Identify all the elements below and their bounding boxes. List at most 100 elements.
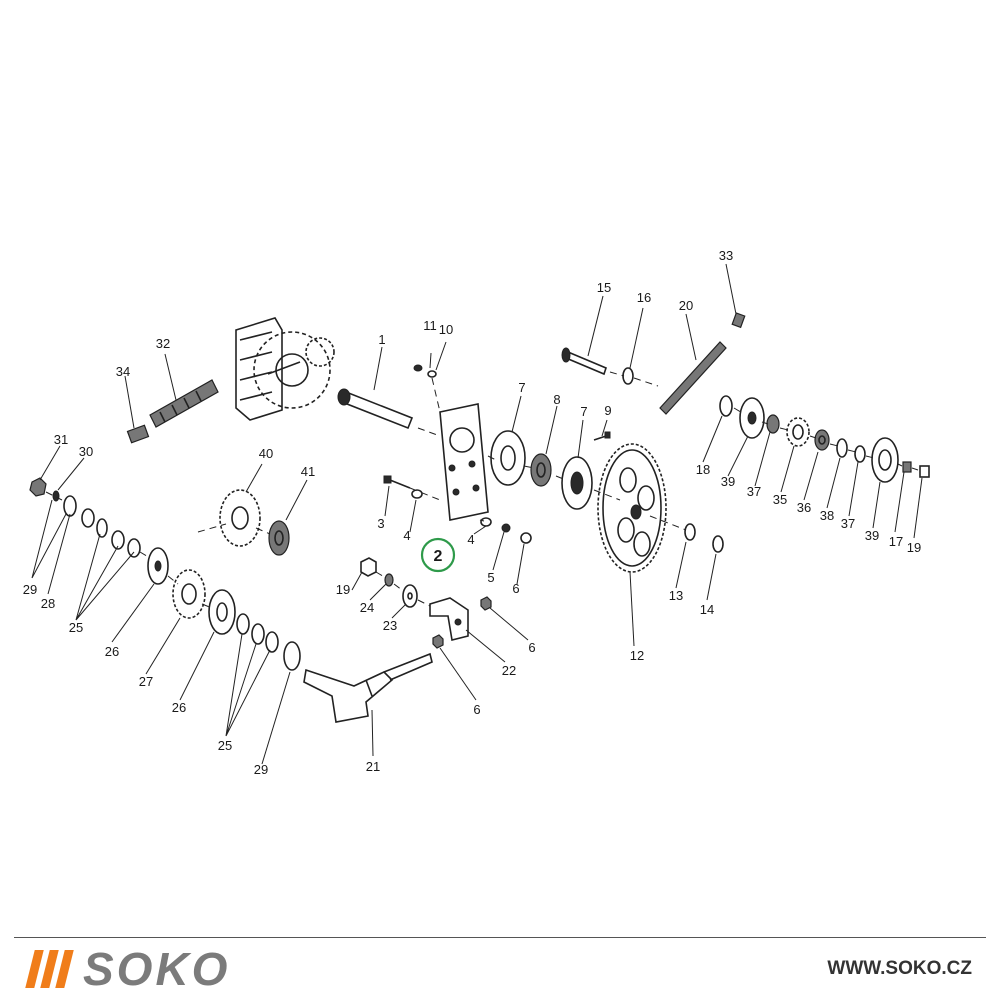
label-part-25: 25 bbox=[69, 620, 83, 635]
part-6-nuts-center bbox=[432, 596, 492, 649]
part-21-arm bbox=[303, 652, 433, 723]
part-41-bearing bbox=[268, 520, 290, 556]
label-part-26: 26 bbox=[172, 700, 186, 715]
label-part-7: 7 bbox=[580, 404, 587, 419]
part-38-circlip bbox=[836, 438, 848, 458]
part-22-bracket bbox=[429, 597, 469, 641]
part-7-bearing-flange-second bbox=[561, 456, 593, 510]
label-part-18: 18 bbox=[696, 462, 710, 477]
label-part-22: 22 bbox=[502, 663, 516, 678]
part-31-nut bbox=[29, 477, 47, 497]
label-part-23: 23 bbox=[383, 618, 397, 633]
part-labels: 1 2 3 4 4 5 6 6 6 7 7 8 9 10 11 12 13 14… bbox=[23, 248, 921, 777]
label-part-16: 16 bbox=[637, 290, 651, 305]
part-34-set-screw bbox=[126, 424, 150, 444]
part-19-nut-center bbox=[360, 557, 377, 577]
label-part-37: 37 bbox=[841, 516, 855, 531]
drive-housing-illustration bbox=[235, 317, 335, 421]
label-part-33: 33 bbox=[719, 248, 733, 263]
label-part-37: 37 bbox=[747, 484, 761, 499]
label-part-28: 28 bbox=[41, 596, 55, 611]
label-part-41: 41 bbox=[301, 464, 315, 479]
assembly-axes bbox=[45, 371, 919, 609]
label-part-7: 7 bbox=[518, 380, 525, 395]
label-part-10: 10 bbox=[439, 322, 453, 337]
part-1-shaft bbox=[337, 388, 414, 430]
highlight-circle-part-2 bbox=[420, 537, 456, 573]
part-25-washer-stack-lower bbox=[236, 613, 279, 653]
label-part-39: 39 bbox=[865, 528, 879, 543]
label-part-20: 20 bbox=[679, 298, 693, 313]
label-part-9: 9 bbox=[604, 403, 611, 418]
part-36-bearing bbox=[814, 429, 830, 451]
label-part-15: 15 bbox=[597, 280, 611, 295]
label-part-13: 13 bbox=[669, 588, 683, 603]
label-part-17: 17 bbox=[889, 534, 903, 549]
label-part-4: 4 bbox=[403, 528, 410, 543]
part-32-chain bbox=[149, 379, 219, 428]
part-12-large-sprocket bbox=[597, 443, 667, 573]
part-24-washer bbox=[384, 573, 394, 587]
parts-17-19-nuts-right bbox=[902, 461, 930, 478]
part-18-washer bbox=[719, 395, 733, 417]
logo-wordmark: SOKO bbox=[83, 943, 231, 995]
part-26-disc-lower bbox=[208, 589, 236, 635]
part-37-bushing-right bbox=[854, 445, 866, 463]
label-part-27: 27 bbox=[139, 674, 153, 689]
label-part-32: 32 bbox=[156, 336, 170, 351]
label-part-3: 3 bbox=[377, 516, 384, 531]
soko-logo: SOKO bbox=[25, 943, 231, 995]
label-part-2: 2 bbox=[434, 548, 443, 565]
parts-10-11-small-fasteners bbox=[413, 364, 437, 378]
label-part-14: 14 bbox=[700, 602, 714, 617]
parts-13-14-washers bbox=[684, 523, 724, 553]
label-part-6: 6 bbox=[473, 702, 480, 717]
label-part-38: 38 bbox=[820, 508, 834, 523]
part-28-washer-stack bbox=[63, 495, 141, 558]
part-27-sprocket bbox=[172, 569, 206, 619]
label-part-8: 8 bbox=[553, 392, 560, 407]
footer-divider bbox=[14, 937, 986, 938]
label-part-19: 19 bbox=[907, 540, 921, 555]
label-part-6: 6 bbox=[528, 640, 535, 655]
label-part-4: 4 bbox=[467, 532, 474, 547]
part-26-disc-upper bbox=[147, 547, 169, 585]
part-39-disc-left bbox=[739, 397, 765, 439]
part-35-sprocket-small bbox=[786, 417, 810, 447]
part-29-washer-lower bbox=[283, 641, 301, 671]
part-15-bolt bbox=[561, 347, 607, 376]
label-part-29: 29 bbox=[23, 582, 37, 597]
label-part-36: 36 bbox=[797, 500, 811, 515]
part-20-chain bbox=[659, 341, 727, 415]
part-3-bolt bbox=[383, 475, 411, 489]
leader-lines bbox=[31, 263, 923, 765]
label-part-5: 5 bbox=[487, 570, 494, 585]
label-part-35: 35 bbox=[773, 492, 787, 507]
label-part-26: 26 bbox=[105, 644, 119, 659]
website-url: WWW.SOKO.CZ bbox=[827, 958, 972, 979]
part-37-bushing-left bbox=[766, 414, 780, 434]
label-part-1: 1 bbox=[378, 332, 385, 347]
part-23-washer bbox=[402, 584, 418, 608]
part-8-bearing bbox=[530, 453, 552, 487]
label-part-40: 40 bbox=[259, 446, 273, 461]
label-part-39: 39 bbox=[721, 474, 735, 489]
label-part-31: 31 bbox=[54, 432, 68, 447]
part-9-pin bbox=[593, 431, 611, 441]
label-part-21: 21 bbox=[366, 759, 380, 774]
part-40-sprocket bbox=[219, 489, 261, 547]
label-part-6: 6 bbox=[512, 581, 519, 596]
label-part-19: 19 bbox=[336, 582, 350, 597]
part-16-washer bbox=[622, 367, 634, 385]
label-part-25: 25 bbox=[218, 738, 232, 753]
part-33-link bbox=[731, 312, 746, 329]
part-30-washer bbox=[52, 490, 60, 502]
label-part-30: 30 bbox=[79, 444, 93, 459]
part-2-mounting-plate bbox=[439, 403, 489, 521]
part-7-bearing-flange bbox=[490, 430, 526, 486]
label-part-34: 34 bbox=[116, 364, 130, 379]
label-part-24: 24 bbox=[360, 600, 374, 615]
label-part-29: 29 bbox=[254, 762, 268, 777]
label-part-11: 11 bbox=[423, 318, 437, 333]
